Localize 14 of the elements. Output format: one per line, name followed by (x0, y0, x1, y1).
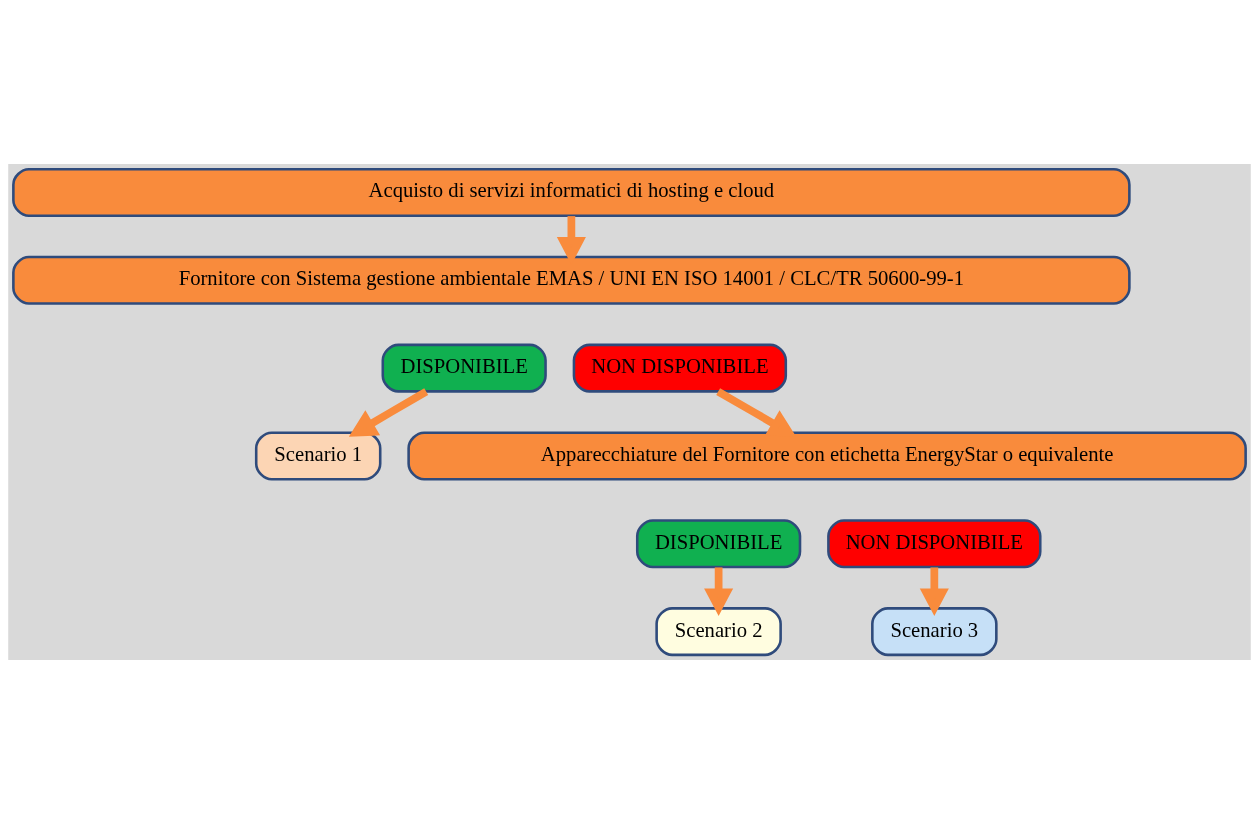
arrow (348, 387, 429, 437)
node-box: DISPONIBILE (635, 518, 802, 568)
node-box: Fornitore con Sistema gestione ambientale EMAS / UNI EN ISO 14001 / CLC/TR 50600-99-1 (12, 255, 1131, 305)
node-box: Scenario 3 (871, 606, 998, 656)
node-box: NON DISPONIBILE (827, 518, 1042, 568)
node-box: Scenario 1 (254, 430, 382, 480)
arrow (716, 387, 797, 437)
arrow (919, 566, 949, 616)
node-box: NON DISPONIBILE (572, 343, 788, 393)
node-box: DISPONIBILE (381, 343, 547, 393)
arrow (704, 566, 734, 616)
node-box: Apparecchiature del Fornitore con etichetta EnergyStar o equivalente (407, 430, 1247, 480)
node-box: Scenario 2 (655, 606, 782, 656)
node-box: Acquisto di servizi informatici di hosting e cloud (12, 167, 1131, 217)
